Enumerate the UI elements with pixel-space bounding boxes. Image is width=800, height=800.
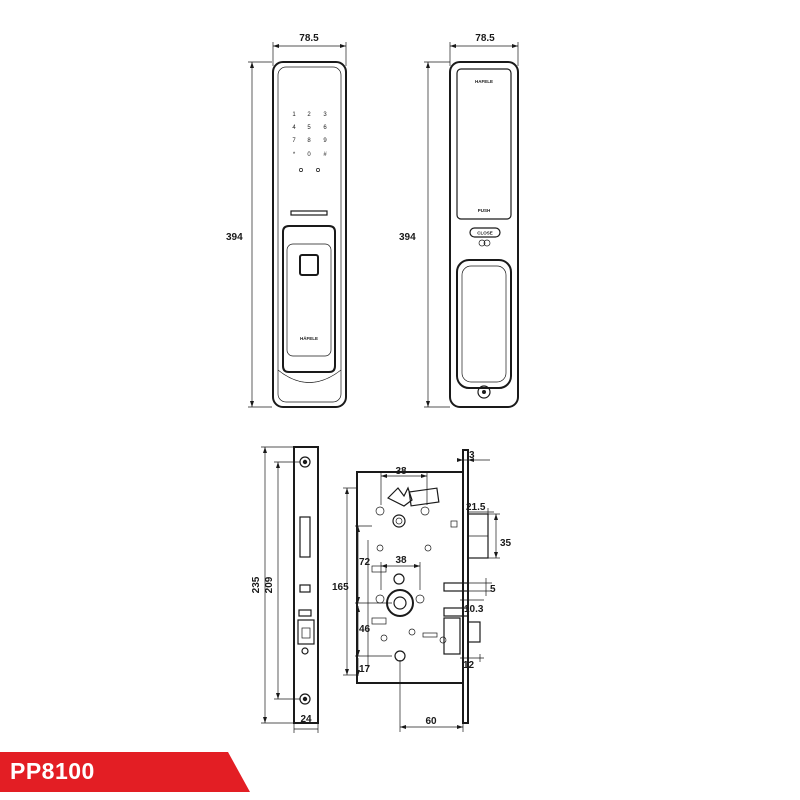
keypad-key[interactable]: 8 (307, 138, 311, 144)
front-width-label: 78.5 (299, 33, 319, 44)
keypad-key[interactable]: * (293, 152, 296, 158)
front-slot (290, 210, 328, 216)
mortise-case (356, 471, 464, 684)
close-label: CLOSE (477, 231, 493, 236)
model-name: PP8100 (10, 758, 95, 784)
battery-indicator-icon (316, 168, 320, 172)
battery-cover (456, 68, 512, 220)
mortise-dim-left-72: 72 (359, 557, 371, 568)
keypad-key[interactable]: 3 (323, 112, 327, 118)
back-height-label: 394 (399, 232, 416, 243)
front-height-label: 394 (226, 232, 243, 243)
mortise-dim-mid-38: 38 (395, 555, 407, 566)
mortise-dim-left-17: 17 (359, 664, 371, 675)
back-lock-body (449, 61, 519, 408)
model-badge: PP8100 (0, 752, 250, 792)
faceplate-width-label: 24 (300, 714, 312, 725)
mortise-dim-latch-21-5: 21.5 (466, 502, 486, 513)
back-logo: HAFELE (475, 79, 493, 84)
mortise-dim-left-46: 46 (359, 624, 371, 635)
keypad-key[interactable]: 9 (323, 138, 327, 144)
deadbolt-opening (299, 516, 311, 558)
front-handle (282, 225, 336, 373)
mortise-dim-bottom-60: 60 (425, 716, 437, 727)
close-button[interactable] (469, 227, 501, 238)
keypad-key[interactable]: 2 (307, 112, 311, 118)
fingerprint-sensor-icon (299, 254, 319, 276)
key-cover-icon (477, 385, 491, 399)
mortise-view: 38 3 21.5 35 38 165 (332, 449, 512, 732)
keypad-key[interactable]: 0 (307, 152, 311, 158)
mortise-dim-right-5: 5 (490, 584, 496, 595)
back-view: 78.5 394 HAFELE PUSH CLOSE (399, 33, 519, 408)
lock-indicator-icon (299, 168, 303, 172)
keypad-key[interactable]: # (323, 152, 327, 158)
keypad-key[interactable]: 5 (307, 125, 311, 131)
front-logo: HÄFELE (300, 335, 318, 341)
mortise-dim-left-165: 165 (332, 582, 349, 593)
mortise-dim-right-10-3: 10.3 (464, 604, 484, 615)
mortise-dim-latch-35: 35 (500, 538, 512, 549)
mortise-forend (462, 449, 469, 724)
front-lock-body (272, 61, 347, 408)
keypad-key[interactable]: 7 (292, 138, 296, 144)
back-width-label: 78.5 (475, 33, 495, 44)
keypad-key[interactable]: 4 (292, 125, 296, 131)
latch-opening (297, 619, 315, 645)
mortise-dim-right-12: 12 (463, 660, 475, 671)
front-keypad: 1 2 3 4 5 6 7 8 9 * 0 # (292, 112, 327, 172)
mortise-dim-top-38: 38 (395, 466, 407, 477)
latch-bolt (443, 617, 461, 655)
faceplate (293, 446, 319, 724)
faceplate-overall-label: 235 (251, 576, 262, 593)
keypad-key[interactable]: 6 (323, 125, 327, 131)
back-handle (456, 259, 512, 389)
faceplate-inner-label: 209 (264, 576, 275, 593)
keypad-key[interactable]: 1 (292, 112, 296, 118)
mortise-dim-plate-3: 3 (469, 450, 475, 461)
faceplate-view: 235 209 24 (251, 446, 319, 733)
front-view: 78.5 394 1 2 3 4 5 6 7 8 9 * 0 # HÄFELE (226, 33, 347, 408)
push-label: PUSH (478, 208, 491, 213)
